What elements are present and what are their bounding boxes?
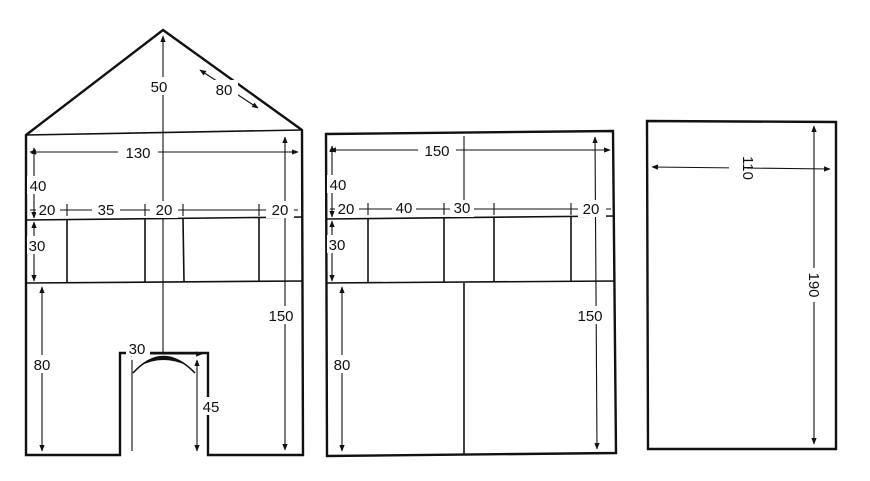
front-slot-edge — [182, 218, 185, 283]
back-slot-gap-label: 30 — [454, 200, 471, 217]
front-band-top-line — [25, 216, 303, 221]
front-roof-height-label: 50 — [151, 79, 168, 96]
front-band-height-label: 30 — [29, 238, 46, 255]
front-top-band-label: 40 — [30, 178, 47, 195]
back-panel: 150 40 30 20 40 30 20 150 80 — [324, 129, 618, 458]
front-slot-width-label: 35 — [98, 202, 115, 219]
front-band-bottom-line — [25, 280, 304, 284]
back-lower-height-label: 80 — [334, 357, 351, 374]
back-band-height-label: 30 — [329, 237, 346, 254]
side-height-label: 190 — [805, 272, 822, 297]
front-door-width-label: 30 — [129, 341, 146, 358]
side-width-label: 110 — [739, 156, 756, 180]
front-lower-height-label: 80 — [34, 357, 51, 374]
back-width-label: 150 — [424, 143, 449, 160]
front-roof-slope-label: 80 — [216, 82, 233, 99]
front-roof-base-line — [25, 129, 303, 136]
back-top-band-label: 40 — [330, 177, 347, 194]
back-slot-left-margin-label: 20 — [338, 201, 355, 218]
front-slot-gap-label: 20 — [156, 202, 173, 219]
side-panel: 110 190 — [645, 119, 838, 451]
back-band-top-line — [325, 215, 615, 220]
back-slot-width-label: 40 — [396, 200, 413, 217]
front-width-label: 130 — [125, 145, 150, 162]
front-slot-right-margin-label: 20 — [272, 202, 289, 219]
back-band-bottom-line — [325, 280, 616, 284]
front-door-arch-fill — [140, 356, 188, 366]
front-panel: 50 80 130 40 30 20 35 20 20 150 80 30 45 — [24, 28, 305, 457]
back-wall-height-dim — [592, 136, 600, 450]
back-wall-height-label: 150 — [577, 308, 602, 325]
front-wall-height-label: 150 — [268, 308, 293, 325]
front-door-height-label: 45 — [203, 399, 220, 416]
side-panel-outline — [645, 119, 838, 451]
back-panel-outline — [324, 129, 618, 458]
front-slot-left-margin-label: 20 — [39, 202, 56, 219]
back-slot-right-margin-label: 20 — [583, 201, 600, 218]
